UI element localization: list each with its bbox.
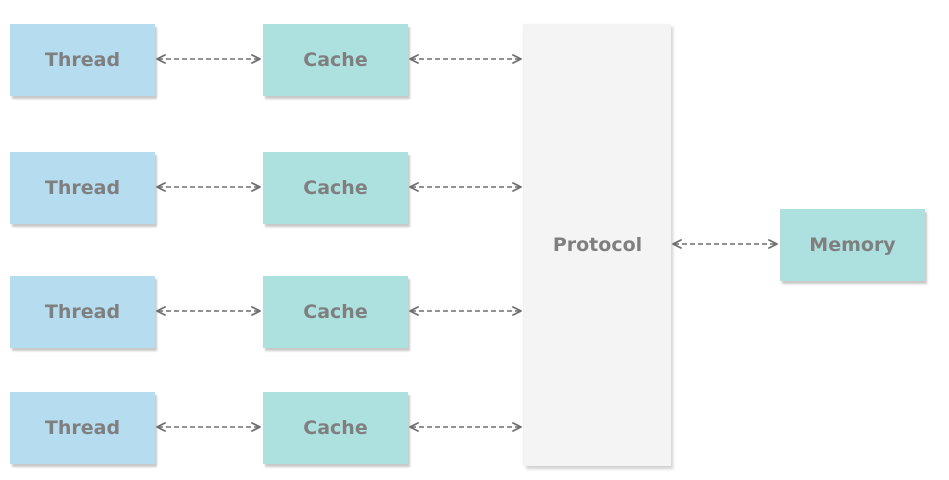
protocol-label: Protocol [552,234,643,256]
cache-label-3: Cache [303,301,368,323]
cache-box-3: Cache [263,276,408,348]
thread-box-2: Thread [10,152,155,224]
cache-label-2: Cache [303,177,368,199]
memory-label: Memory [809,234,896,256]
cache-box-2: Cache [263,152,408,224]
thread-label-3: Thread [44,301,121,323]
thread-label-2: Thread [44,177,121,199]
cache-label-1: Cache [303,49,368,71]
thread-box-3: Thread [10,276,155,348]
thread-box-1: Thread [10,24,155,96]
cache-box-4: Cache [263,392,408,464]
thread-box-4: Thread [10,392,155,464]
thread-label-4: Thread [44,417,121,439]
cache-box-1: Cache [263,24,408,96]
thread-label-1: Thread [44,49,121,71]
cache-label-4: Cache [303,417,368,439]
memory-box: Memory [780,209,925,281]
protocol-box: Protocol [524,24,671,466]
